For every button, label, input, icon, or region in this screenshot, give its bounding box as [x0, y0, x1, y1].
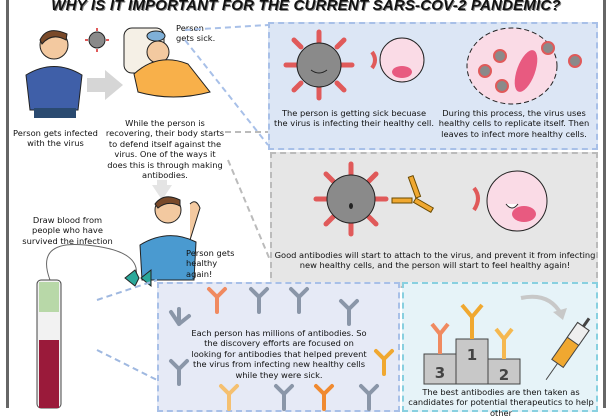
- infected-caption: Person gets infected with the virus: [13, 128, 98, 149]
- virus-icon: [85, 28, 109, 52]
- curved-arrow-icon: [520, 294, 567, 320]
- podium-label-3: 3: [434, 364, 446, 382]
- worried-virus-icon: [313, 161, 389, 237]
- syringe-icon: [545, 317, 591, 381]
- infection-right-caption: During this process, the virus uses heal…: [438, 108, 590, 139]
- connector-lines: [184, 24, 271, 261]
- page-title: Why is it important for the current SARS…: [51, 0, 561, 14]
- discovery-panel: Each person has millions of antibodies. …: [157, 282, 400, 412]
- antibody-caption: Good antibodies will start to attach to …: [274, 250, 596, 271]
- selection-caption: The best antibodies are then taken as ca…: [408, 387, 594, 418]
- selection-panel: 3 1 2 The best antibodies are then taken…: [402, 282, 598, 418]
- antibody-panel: Good antibodies will start to attach to …: [270, 152, 598, 288]
- angry-virus-icon: [283, 29, 355, 101]
- podium-label-2: 2: [498, 366, 510, 384]
- sick-person-illustration: [123, 27, 211, 98]
- healthy-person-illustration: [139, 196, 201, 281]
- infected-person-illustration: [25, 28, 109, 118]
- healthy-caption: Person gets healthy again!: [186, 248, 235, 279]
- sick-caption: Person gets sick.: [176, 23, 216, 44]
- page-frame: [6, 0, 606, 408]
- discovery-caption: Each person has millions of antibodies. …: [191, 328, 367, 380]
- blood-tube-illustration: [36, 243, 158, 409]
- podium-illustration: [423, 303, 521, 385]
- podium-label-1: 1: [466, 346, 478, 364]
- sad-cell-icon: [370, 37, 425, 83]
- happy-cell-icon: [472, 170, 548, 232]
- infected-cell-icon: [466, 27, 582, 105]
- antibody-collection-icons: [169, 287, 394, 411]
- antibody-icon: [391, 174, 435, 214]
- recovering-caption: While the person is recovering, their bo…: [104, 118, 226, 181]
- draw-blood-caption: Draw blood from people who have survived…: [22, 215, 113, 246]
- arrow-right-icon: [87, 70, 123, 100]
- infection-panel: The person is getting sick becuase the v…: [268, 22, 598, 150]
- infection-left-caption: The person is getting sick becuase the v…: [274, 108, 434, 129]
